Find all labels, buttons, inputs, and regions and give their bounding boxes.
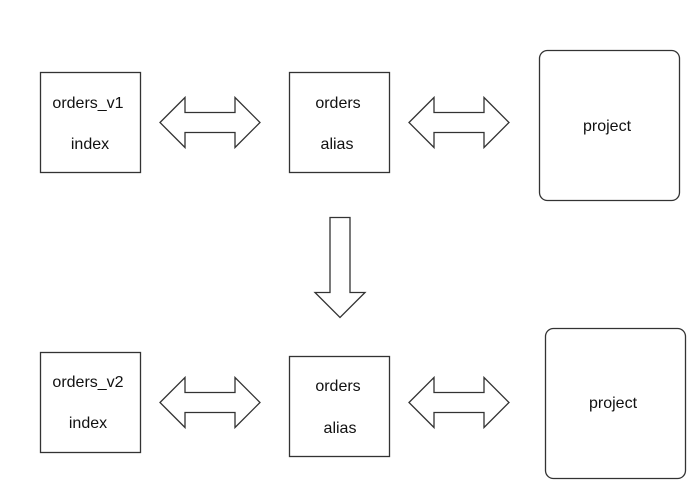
index-box-v1: orders_v1 index — [39, 71, 142, 174]
double-arrow-index-alias-top — [159, 95, 261, 150]
project-box-top: project — [538, 49, 681, 202]
index-box-v1-name: orders_v1 — [52, 95, 123, 112]
project-box-bottom-label: project — [589, 395, 638, 412]
double-arrow-index-alias-bottom — [159, 375, 261, 430]
project-box-top-label: project — [583, 118, 632, 135]
alias-box-top-type: alias — [321, 136, 354, 153]
alias-box-bottom: orders alias — [288, 355, 391, 458]
project-box-bottom: project — [544, 327, 687, 480]
alias-box-bottom-name: orders — [315, 378, 360, 395]
double-arrow-alias-project-bottom — [408, 375, 510, 430]
alias-box-top: orders alias — [288, 71, 391, 174]
index-box-v2-type: index — [69, 415, 107, 432]
down-arrow-alias-swap — [313, 216, 367, 319]
index-box-v1-type: index — [71, 136, 109, 153]
double-arrow-alias-project-top — [408, 95, 510, 150]
alias-box-top-name: orders — [315, 95, 360, 112]
index-box-v2: orders_v2 index — [39, 351, 142, 454]
index-box-v2-name: orders_v2 — [52, 374, 123, 391]
alias-box-bottom-type: alias — [324, 420, 357, 437]
